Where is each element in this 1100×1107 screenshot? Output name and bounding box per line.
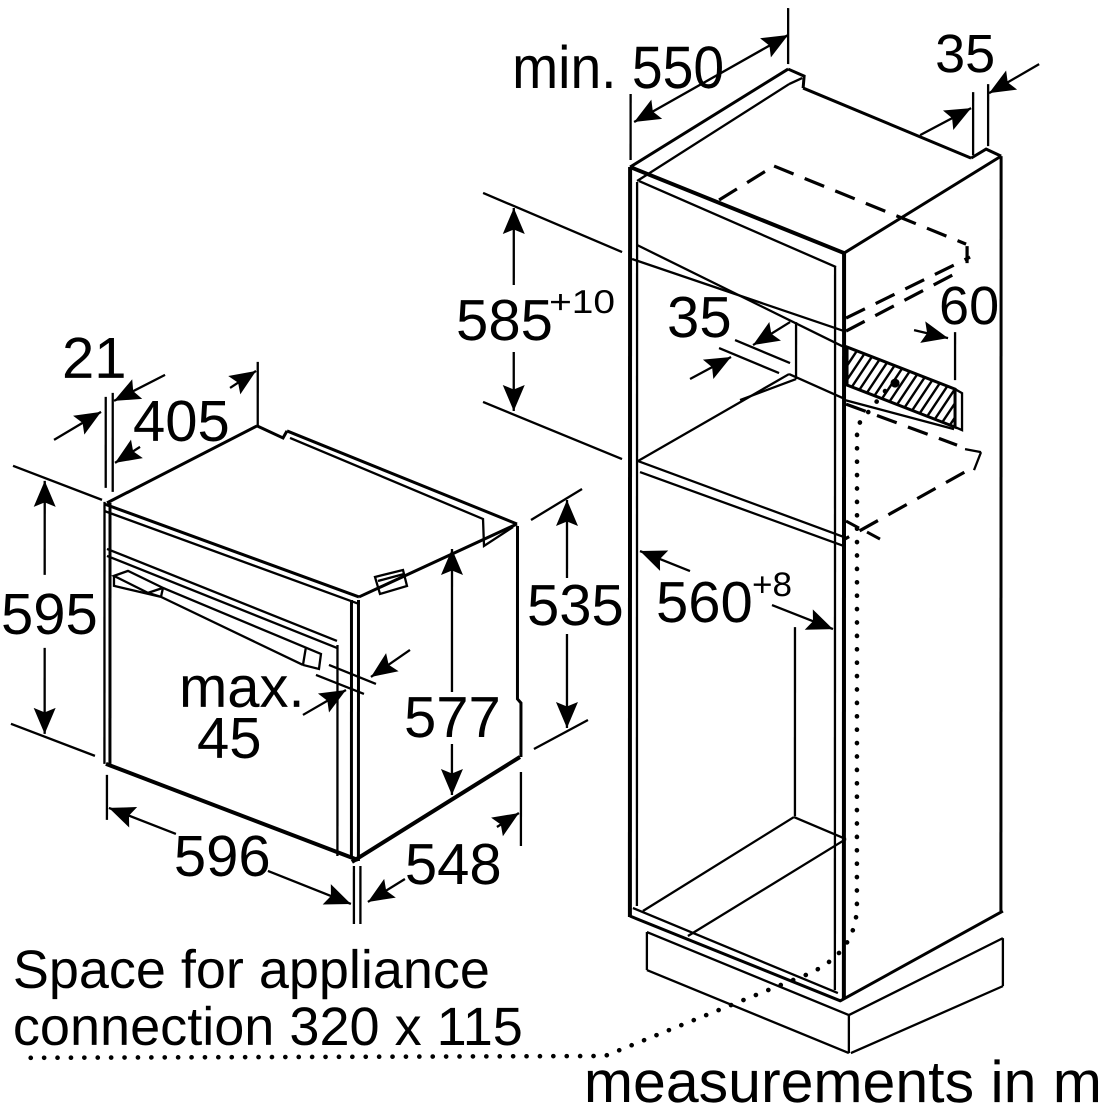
svg-text:21: 21 (62, 326, 127, 391)
svg-text:min. 550: min. 550 (512, 34, 724, 101)
svg-text:595: 595 (1, 582, 98, 647)
svg-text:60: 60 (939, 276, 999, 336)
svg-text:Space for appliance: Space for appliance (13, 940, 490, 1000)
svg-text:405: 405 (133, 389, 230, 454)
svg-text:548: 548 (405, 832, 502, 897)
svg-text:577: 577 (404, 685, 501, 750)
svg-text:+10: +10 (549, 283, 615, 320)
svg-text:535: 535 (527, 573, 624, 638)
svg-text:measurements in mm: measurements in mm (584, 1049, 1100, 1107)
svg-text:585: 585 (456, 288, 553, 353)
svg-text:45: 45 (197, 706, 262, 771)
svg-text:35: 35 (667, 285, 732, 350)
svg-text:35: 35 (935, 24, 995, 84)
svg-text:max.: max. (179, 655, 305, 720)
svg-text:596: 596 (174, 824, 271, 889)
svg-text:connection 320 x 115: connection 320 x 115 (13, 997, 523, 1057)
svg-text:560: 560 (656, 570, 753, 635)
svg-text:+8: +8 (752, 566, 792, 604)
